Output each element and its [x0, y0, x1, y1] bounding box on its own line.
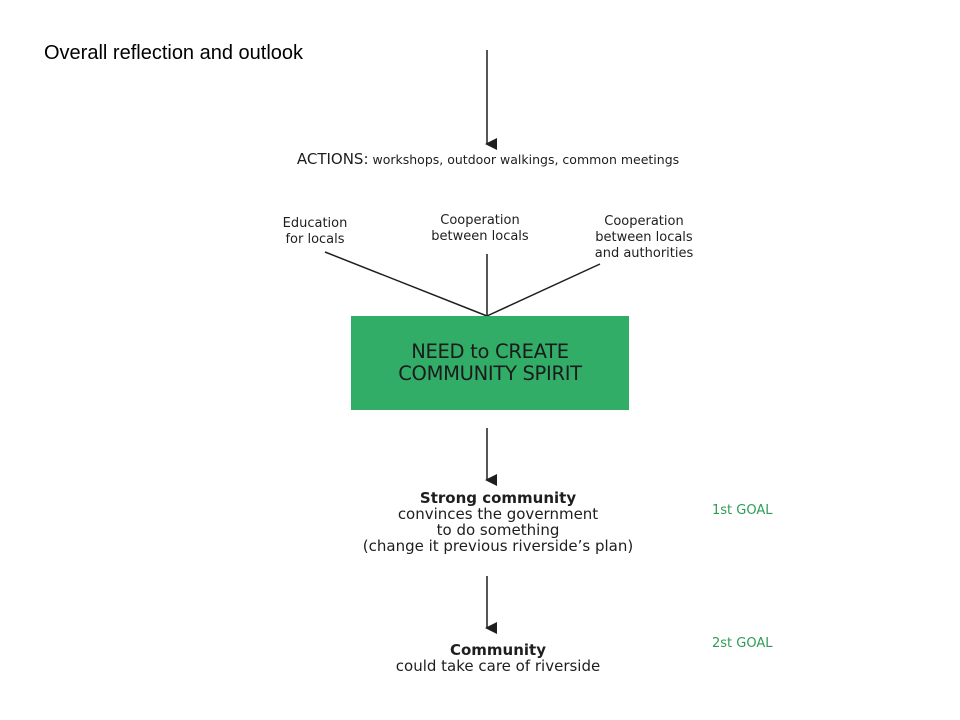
branch-line: and authorities — [594, 246, 694, 261]
outcome-heading: Strong community — [419, 489, 577, 507]
branch-line: between locals — [595, 230, 693, 245]
slide-title: Overall reflection and outlook — [44, 42, 304, 64]
community-spirit-box: NEED to CREATE COMMUNITY SPIRIT — [351, 316, 629, 410]
branch-line: between locals — [431, 229, 529, 244]
center-box-line: NEED to CREATE — [411, 340, 569, 363]
branch-line: for locals — [285, 232, 345, 247]
outcome-line: convinces the government — [397, 505, 599, 523]
outcome-line: (change it previous riverside’s plan) — [362, 537, 634, 555]
outcome-heading: Community — [449, 641, 547, 659]
goal-label-1: 1st GOAL — [712, 503, 773, 518]
outcome-strong-community: Strong community convinces the governmen… — [340, 490, 656, 554]
branch-cooperation-authorities: Cooperation between locals and authoriti… — [578, 214, 710, 262]
actions-label: ACTIONS: — [296, 150, 369, 168]
branch-line: Education — [282, 216, 348, 231]
branch-cooperation-locals: Cooperation between locals — [414, 213, 546, 245]
line-cooperation-authorities — [486, 263, 601, 317]
center-box-line: COMMUNITY SPIRIT — [398, 362, 582, 385]
outcome-line: could take care of riverside — [395, 657, 601, 675]
actions-items: workshops, outdoor walkings, common meet… — [372, 152, 680, 167]
goal-label-2: 2st GOAL — [712, 636, 773, 651]
outcome-line: to do something — [436, 521, 560, 539]
line-education — [324, 251, 488, 317]
branch-line: Cooperation — [604, 214, 684, 229]
branch-education: Education for locals — [258, 216, 372, 248]
actions-line: ACTIONS: workshops, outdoor walkings, co… — [0, 150, 960, 168]
outcome-community: Community could take care of riverside — [340, 642, 656, 674]
branch-line: Cooperation — [440, 213, 520, 228]
